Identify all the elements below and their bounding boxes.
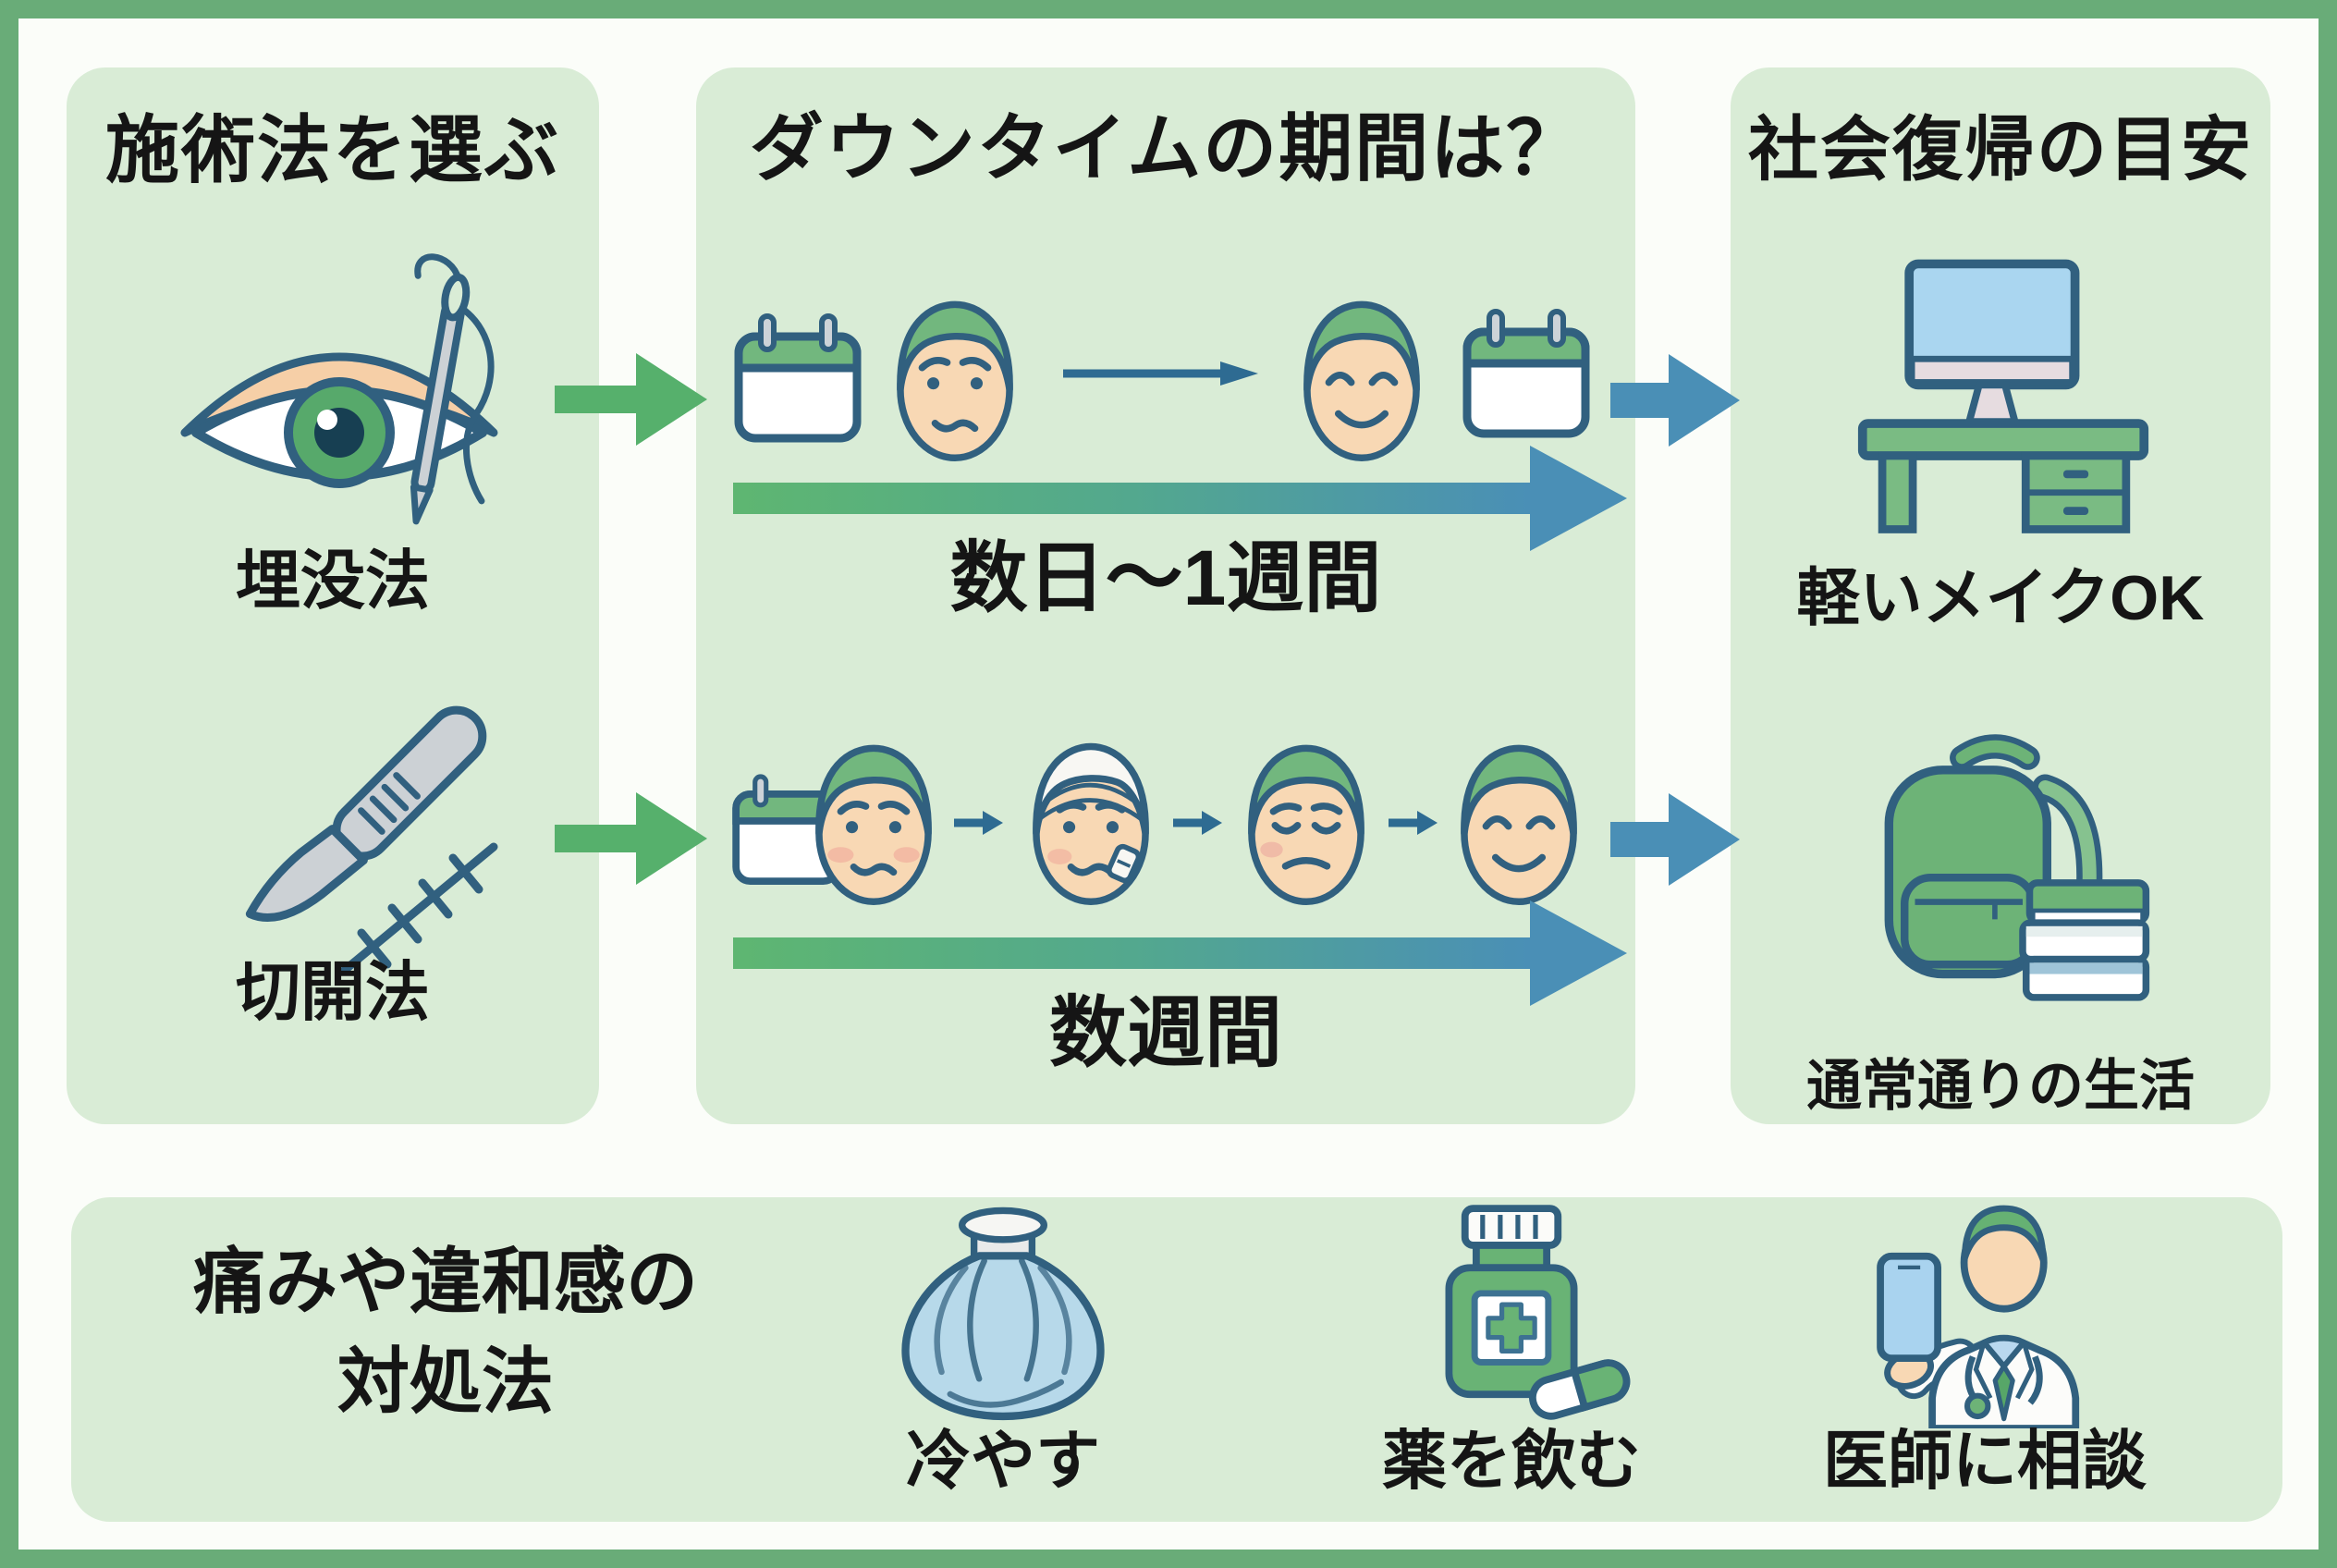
desk-computer-icon — [1857, 259, 2149, 533]
flow-arrow-green-icon — [555, 353, 707, 446]
medicine-bottle-icon — [1445, 1205, 1631, 1420]
recovery-item-label: 軽いメイクOK — [1796, 563, 2205, 633]
recovery-title: 社会復帰の目安 — [1748, 111, 2253, 190]
arrow-right-icon — [1173, 811, 1222, 835]
eye-needle-icon — [180, 253, 498, 525]
flow-arrow-green-icon — [555, 792, 707, 885]
face-swollen-icon — [815, 744, 932, 905]
recovery-item-label: 通常通りの生活 — [1806, 1055, 2195, 1117]
panel-procedure: 施術法を選ぶ 埋没法 — [67, 67, 599, 1124]
calendar-icon — [734, 313, 862, 443]
face-sad-icon — [1248, 744, 1364, 905]
panel-downtime: ダウンタイムの期間は？ — [696, 67, 1635, 1124]
backpack-books-icon — [1884, 734, 2150, 1001]
arrow-right-icon — [954, 811, 1003, 835]
procedure-item-label: 埋没法 — [236, 545, 430, 617]
face-happy-icon — [1461, 744, 1577, 905]
panel-recovery: 社会復帰の目安 軽いメイクOK — [1731, 67, 2270, 1124]
procedure-item-label: 切開法 — [236, 956, 430, 1028]
face-worried-icon — [897, 300, 1013, 461]
flow-arrow-blue-icon — [1610, 354, 1763, 447]
face-happy-icon — [1303, 300, 1420, 461]
procedure-title: 施術法を選ぶ — [105, 109, 560, 191]
ice-pack-icon — [901, 1207, 1105, 1421]
care-item-label: 薬を飲む — [1382, 1425, 1641, 1497]
downtime-duration-label: 数日〜1週間 — [949, 534, 1382, 621]
face-bandaged-icon — [1033, 742, 1149, 905]
timeline-arrow-icon — [733, 446, 1627, 551]
timeline-arrow-icon — [733, 900, 1627, 1006]
calendar-icon — [1462, 309, 1590, 438]
scalpel-stitches-icon — [245, 705, 498, 975]
flow-arrow-blue-icon — [1610, 793, 1763, 886]
doctor-phone-icon — [1877, 1205, 2080, 1428]
care-item-label: 医師に相談 — [1823, 1425, 2147, 1497]
arrow-right-icon — [1063, 361, 1258, 386]
downtime-title: ダウンタイムの期間は？ — [749, 107, 1583, 190]
page-background: 施術法を選ぶ 埋没法 — [18, 18, 2319, 1550]
care-item-label: 冷やす — [906, 1425, 1100, 1497]
care-title-line2: 対処法 — [336, 1341, 554, 1422]
panel-care: 痛みや違和感の 対処法 冷やす — [71, 1197, 2282, 1522]
arrow-right-icon — [1389, 811, 1438, 835]
downtime-duration-label: 数週間 — [1048, 989, 1282, 1076]
care-title-line1: 痛みや違和感の — [192, 1241, 698, 1322]
